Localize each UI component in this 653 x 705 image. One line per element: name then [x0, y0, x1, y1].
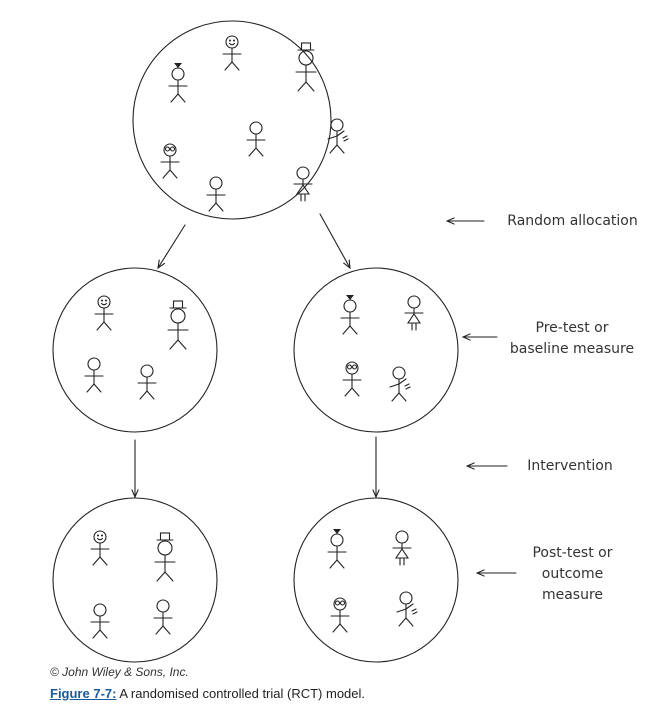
- label-pre-test: Pre-test or baseline measure: [497, 318, 647, 360]
- figure-caption: Figure 7-7: A randomised controlled tria…: [50, 686, 365, 701]
- label-post-test-line3: measure: [541, 587, 604, 603]
- population-figures: [161, 36, 349, 212]
- group-a-posttest-figures: [90, 531, 176, 639]
- label-post-test-line1: Post-test or: [532, 545, 613, 561]
- label-random-allocation: Random allocation: [507, 213, 638, 229]
- label-pre-test-line1: Pre-test or: [535, 320, 609, 336]
- label-pre-test-line2: baseline measure: [509, 341, 635, 357]
- label-intervention: Intervention: [527, 458, 613, 474]
- group-a-pretest-circle: [52, 267, 218, 433]
- arrow-to-group-b: [319, 213, 350, 268]
- figure-caption-text: A randomised controlled trial (RCT) mode…: [116, 686, 366, 701]
- arrow-to-group-a: [158, 224, 186, 268]
- population-circle: [132, 20, 332, 220]
- label-post-test-line2: outcome: [541, 566, 604, 582]
- group-b-posttest-figures: [328, 529, 418, 632]
- figure-link[interactable]: Figure 7-7:: [50, 686, 117, 701]
- label-post-test: Post-test or outcome measure: [510, 543, 635, 606]
- group-a-pretest-figures: [84, 296, 189, 400]
- group-b-pretest-figures: [341, 295, 424, 402]
- copyright-notice: © John Wiley & Sons, Inc.: [50, 665, 189, 679]
- group-a-posttest-circle: [52, 497, 218, 663]
- group-b-pretest-circle: [293, 267, 459, 433]
- group-b-posttest-circle: [293, 497, 459, 663]
